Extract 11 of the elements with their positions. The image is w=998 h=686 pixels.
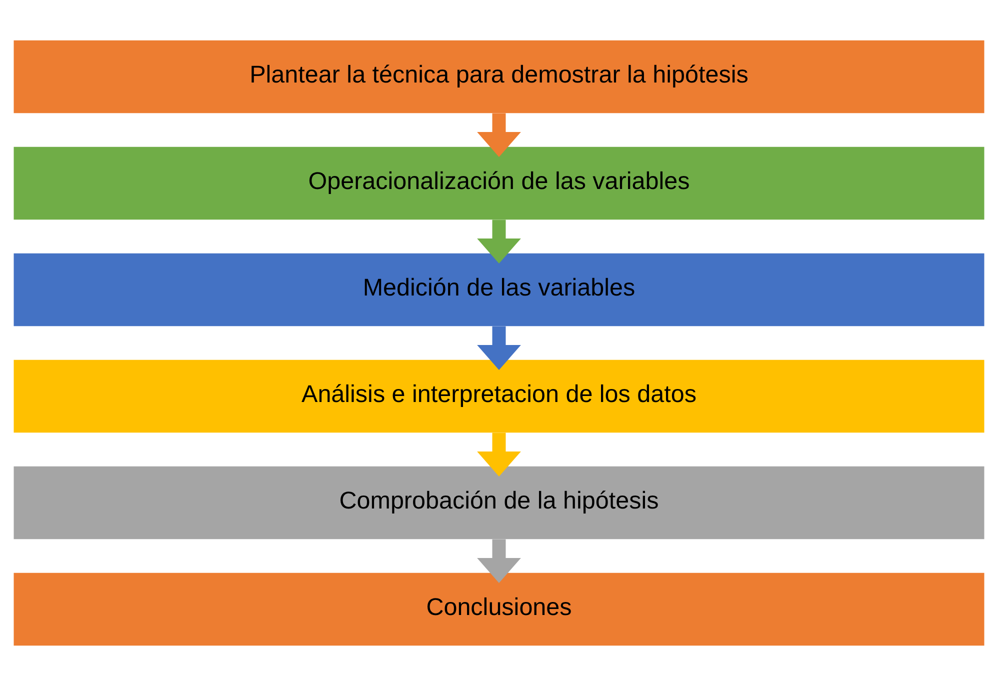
node-box: Análisis e interpretacion de los datos	[14, 360, 984, 433]
node-box: Operacionalización de las variables	[14, 146, 984, 220]
node-box: Medición de las variables	[14, 253, 984, 326]
node-box: Comprobación de la hipótesis	[14, 466, 984, 540]
node-box: Conclusiones	[14, 572, 984, 646]
arrow	[477, 220, 521, 264]
arrow	[477, 113, 521, 158]
arrow	[477, 432, 521, 477]
arrow	[477, 539, 521, 583]
node-box: Plantear la técnica para demostrar la hipótesis	[14, 40, 984, 114]
arrow	[477, 326, 521, 370]
